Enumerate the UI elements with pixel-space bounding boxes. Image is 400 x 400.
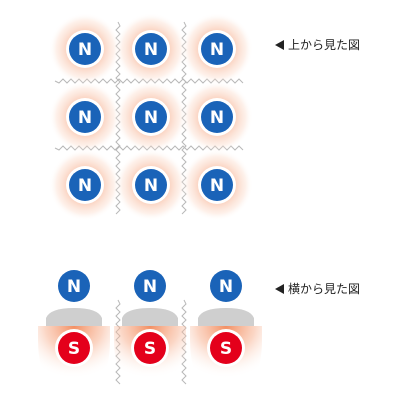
- pole-letter: N: [144, 40, 158, 60]
- north-pole-marker: N: [66, 166, 104, 204]
- left-arrow-icon: [275, 283, 284, 294]
- pole-disc: [69, 169, 101, 201]
- pole-disc: [135, 33, 167, 65]
- pole-disc: [58, 270, 90, 302]
- pole-letter: S: [68, 339, 80, 359]
- top-view-magnet: N: [49, 13, 121, 85]
- top-view-label: 上から見た図: [288, 38, 361, 52]
- north-pole-marker: N: [198, 30, 236, 68]
- side-view-magnet: NS: [190, 267, 262, 392]
- pole-disc: [134, 270, 166, 302]
- top-view-magnet: N: [181, 149, 253, 221]
- north-pole-marker: N: [132, 30, 170, 68]
- side-view-magnet: NS: [38, 267, 110, 392]
- top-view-magnet: N: [115, 13, 187, 85]
- north-pole-marker: N: [207, 267, 245, 305]
- pole-letter: S: [144, 339, 156, 359]
- top-view-magnet: N: [49, 81, 121, 153]
- north-pole-marker: N: [66, 98, 104, 136]
- north-pole-marker: N: [55, 267, 93, 305]
- pole-disc: [58, 332, 90, 364]
- pole-letter: N: [219, 277, 233, 297]
- magnet-holder: [46, 308, 102, 326]
- pole-disc: [210, 332, 242, 364]
- pole-letter: N: [144, 108, 158, 128]
- pole-letter: N: [210, 176, 224, 196]
- south-pole-marker: S: [131, 329, 169, 367]
- pole-disc: [69, 101, 101, 133]
- pole-letter: N: [143, 277, 157, 297]
- pole-letter: N: [210, 108, 224, 128]
- north-pole-marker: N: [198, 98, 236, 136]
- south-pole-marker: S: [207, 329, 245, 367]
- south-pole-marker: S: [55, 329, 93, 367]
- pole-disc: [134, 332, 166, 364]
- pole-letter: N: [78, 108, 92, 128]
- north-pole-marker: N: [66, 30, 104, 68]
- pole-letter: N: [144, 176, 158, 196]
- top-view-magnet: N: [181, 13, 253, 85]
- top-view-magnet: N: [49, 149, 121, 221]
- pole-letter: N: [78, 40, 92, 60]
- top-view-magnet: N: [181, 81, 253, 153]
- pole-disc: [201, 101, 233, 133]
- magnet-holder: [122, 308, 178, 326]
- pole-disc: [201, 33, 233, 65]
- magnet-holder: [198, 308, 254, 326]
- side-view-label: 横から見た図: [288, 282, 361, 296]
- pole-disc: [135, 101, 167, 133]
- north-pole-marker: N: [132, 98, 170, 136]
- north-pole-marker: N: [132, 166, 170, 204]
- top-view-callout: 上から見た図: [275, 36, 360, 53]
- pole-letter: S: [220, 339, 232, 359]
- pole-disc: [69, 33, 101, 65]
- left-arrow-icon: [275, 39, 284, 50]
- north-pole-marker: N: [131, 267, 169, 305]
- side-view-callout: 横から見た図: [275, 280, 360, 297]
- top-view-grid: N N N N N N N N N: [49, 13, 253, 221]
- side-view-magnet: NS: [114, 267, 186, 392]
- pole-disc: [210, 270, 242, 302]
- pole-letter: N: [67, 277, 81, 297]
- top-view-magnet: N: [115, 81, 187, 153]
- pole-disc: [135, 169, 167, 201]
- pole-letter: N: [78, 176, 92, 196]
- pole-letter: N: [210, 40, 224, 60]
- pole-disc: [201, 169, 233, 201]
- north-pole-marker: N: [198, 166, 236, 204]
- top-view-magnet: N: [115, 149, 187, 221]
